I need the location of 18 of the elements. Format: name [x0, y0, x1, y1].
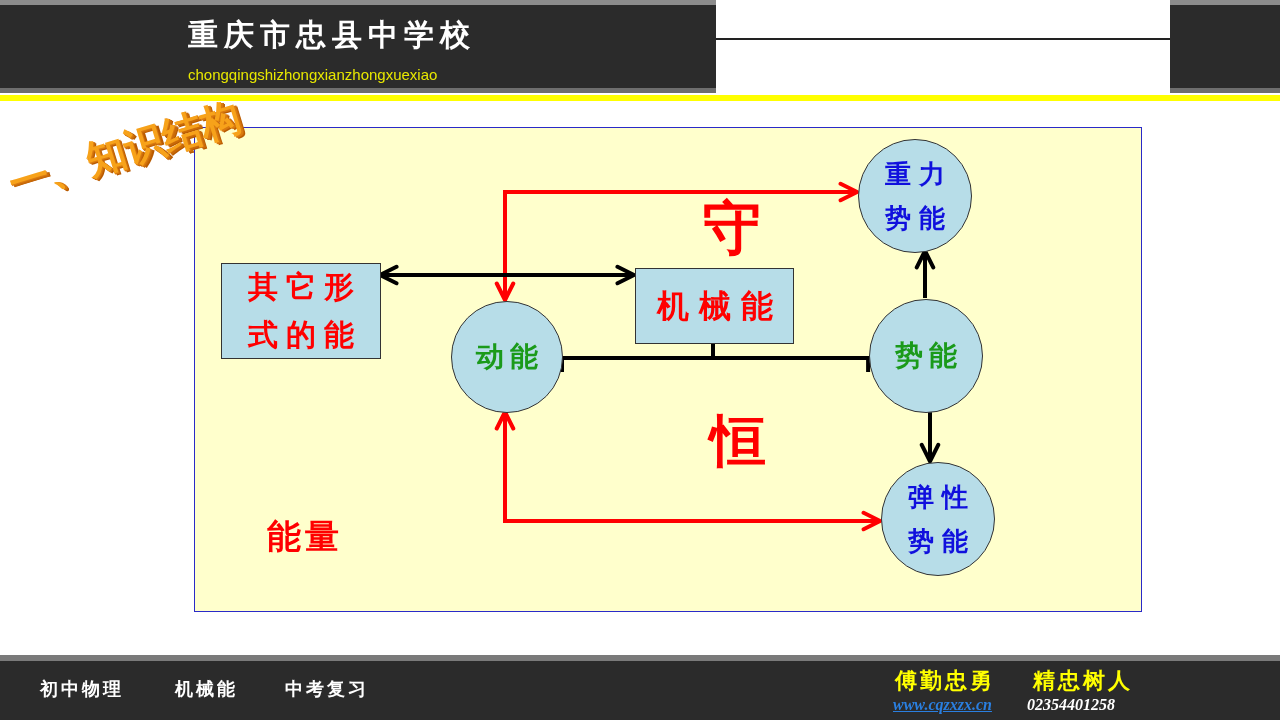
- large-character: 守: [703, 196, 761, 260]
- motto-text: 傅勤忠勇: [895, 667, 995, 695]
- arrow: [378, 264, 636, 286]
- panel-label: 能量: [267, 516, 343, 556]
- concept-box: 其它形式的能: [221, 263, 381, 359]
- pinyin-text: chongqingshizhongxianzhongxuexiao: [188, 65, 438, 85]
- arrow: [494, 181, 860, 302]
- arrow: [919, 411, 941, 464]
- course-tag: 机械能: [175, 677, 238, 701]
- course-tag: 中考复习: [285, 677, 369, 701]
- arrow: [494, 410, 883, 532]
- phone-number: 02354401258: [1027, 695, 1115, 715]
- course-tag: 初中物理: [40, 677, 124, 701]
- website-link: www.cqzxzx.cn: [893, 695, 992, 715]
- concept-box: 机械能: [635, 268, 794, 344]
- school-name: 重庆市忠县中学校: [188, 17, 476, 53]
- title-wordart: 一、知识结构: [3, 92, 247, 208]
- motto-text: 精忠树人: [1033, 667, 1133, 695]
